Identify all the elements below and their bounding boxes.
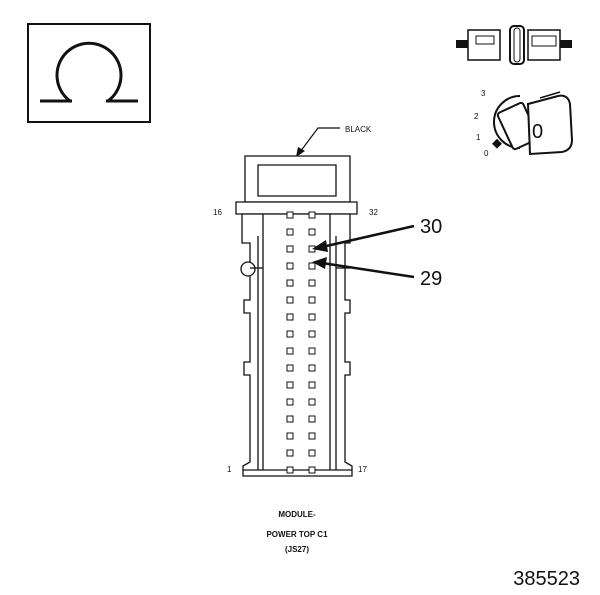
disconnect-connector-icon <box>456 25 572 65</box>
pin-cavity <box>308 211 316 219</box>
pin-cavity <box>286 398 294 406</box>
pin-cavity <box>308 364 316 372</box>
pin-cavity <box>308 398 316 406</box>
pin-cavity <box>286 466 294 474</box>
caption-line-1: MODULE- <box>278 510 316 519</box>
ignition-position-3: 3 <box>481 89 486 98</box>
pin-cavity <box>308 228 316 236</box>
pin-label-top-left: 16 <box>213 208 222 217</box>
connector-color-text: BLACK <box>345 125 372 134</box>
pin-cavity <box>286 432 294 440</box>
figure-number: 385523 <box>513 568 580 590</box>
pin-cavity <box>308 415 316 423</box>
pin-cavity <box>286 364 294 372</box>
pin-cavity <box>308 466 316 474</box>
callout-pin-30-label: 30 <box>420 216 442 238</box>
pin-cavity <box>308 330 316 338</box>
pin-cavity <box>286 313 294 321</box>
pin-cavity <box>308 381 316 389</box>
ignition-position-2: 2 <box>474 112 479 121</box>
pin-cavity <box>286 211 294 219</box>
pin-cavity <box>308 432 316 440</box>
pin-cavity <box>286 415 294 423</box>
ignition-position-0: 0 <box>484 149 489 158</box>
pin-cavity <box>286 449 294 457</box>
color-label: BLACK <box>296 125 372 157</box>
ignition-position-1: 1 <box>476 133 481 142</box>
callout-pin-30: 30 <box>312 216 442 252</box>
pin-cavity <box>286 279 294 287</box>
pin-cavity <box>286 330 294 338</box>
pin-cavity <box>308 449 316 457</box>
connector-body <box>235 155 358 477</box>
pin-cavity <box>308 313 316 321</box>
pin-label-top-right: 32 <box>369 208 378 217</box>
ignition-switch-icon: 0 3 2 1 0 <box>474 89 574 158</box>
pin-label-bottom-left: 1 <box>227 465 232 474</box>
connector-caption: MODULE- POWER TOP C1 (JS27) <box>266 510 328 554</box>
pin-label-bottom-right: 17 <box>358 465 367 474</box>
ignition-key-label: 0 <box>532 121 543 143</box>
pin-cavity <box>286 228 294 236</box>
pin-cavity <box>286 381 294 389</box>
pin-cavity <box>308 262 316 270</box>
pin-cavity <box>308 347 316 355</box>
pin-cavity <box>308 296 316 304</box>
pin-cavity <box>286 245 294 253</box>
pin-cavity <box>308 279 316 287</box>
callout-pin-29-label: 29 <box>420 268 442 290</box>
pin-cavity <box>286 296 294 304</box>
pin-cavity <box>286 262 294 270</box>
callout-pin-29: 29 <box>312 257 442 290</box>
caption-line-3: (JS27) <box>285 545 309 554</box>
resistance-symbol-icon <box>27 23 151 123</box>
pin-cavity <box>286 347 294 355</box>
caption-line-2: POWER TOP C1 <box>266 530 328 539</box>
